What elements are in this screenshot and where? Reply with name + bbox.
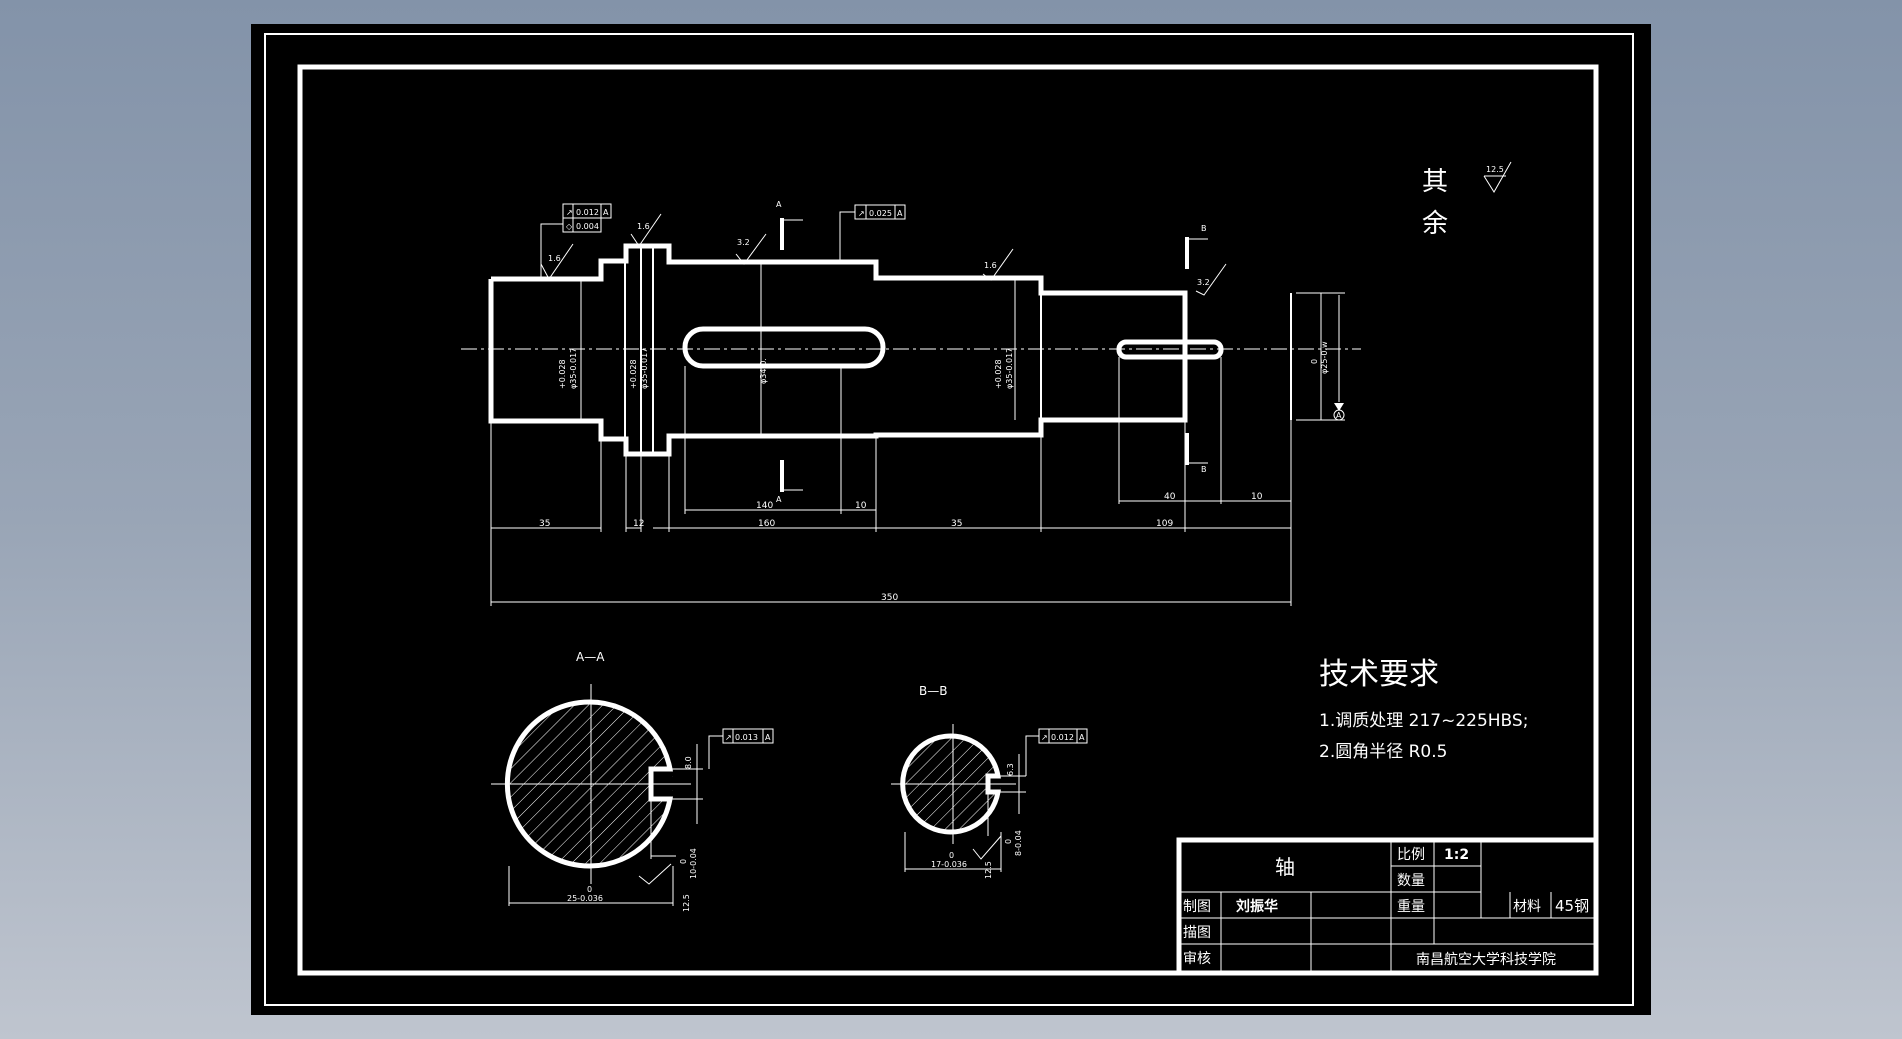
drawing-svg: +0.028 φ35-0.017 +0.028 φ35-0.017 0 φ34-… (264, 33, 1634, 1006)
tol-runout2: 0.025 (869, 209, 892, 218)
cut-b-top: B (1201, 224, 1207, 233)
section-bb-title: B—B (919, 684, 947, 698)
rough-5: 3.2 (1197, 278, 1210, 287)
tech-req-line2: 2.圆角半径 R0.5 (1319, 742, 1447, 762)
svg-text:↗: ↗ (858, 209, 865, 218)
drawing-canvas: +0.028 φ35-0.017 +0.028 φ35-0.017 0 φ34-… (251, 24, 1651, 1015)
dia-label-3: 0 (749, 364, 758, 369)
dia-label-1b: φ35-0.017 (569, 348, 578, 389)
tech-req-title: 技术要求 (1319, 657, 1439, 692)
keyway-large (682, 326, 886, 369)
dimension-lines: 35 12 160 35 109 140 10 40 10 350 (490, 357, 1292, 606)
aa-dia2: 25-0.036 (567, 894, 603, 903)
dim-140: 140 (756, 501, 773, 511)
tech-req-line1: 1.调质处理 217~225HBS; (1319, 711, 1528, 731)
tb-material-value: 45钢 (1555, 897, 1589, 915)
bb-w: 6.3 (1006, 763, 1015, 776)
bb-dia: 0 (949, 851, 954, 860)
shaft-outline (488, 243, 1188, 457)
tb-review-label: 审核 (1183, 951, 1211, 967)
tb-traced-label: 描图 (1183, 925, 1211, 941)
rough-3: 3.2 (737, 238, 750, 247)
aa-tol: 0.013 (735, 733, 758, 742)
dim-10b: 10 (1251, 492, 1263, 502)
bb-rough: 12.5 (984, 861, 993, 879)
tb-drawn-label: 制图 (1183, 899, 1211, 915)
aa-depth: 0 (679, 859, 688, 864)
rough-4: 1.6 (984, 261, 997, 270)
tol-runout: 0.012 (576, 208, 599, 217)
svg-text:↗: ↗ (566, 208, 573, 217)
dim-40: 40 (1164, 492, 1176, 502)
aa-rough: 12.5 (682, 894, 691, 912)
section-aa-title: A—A (576, 650, 605, 664)
tb-qty-label: 数量 (1397, 873, 1425, 889)
aa-datum: A (765, 733, 771, 742)
dim-10a: 10 (855, 501, 867, 511)
cut-a-bottom: A (776, 495, 782, 504)
svg-text:↗: ↗ (725, 733, 732, 742)
tb-scale-value: 1:2 (1444, 847, 1469, 863)
aa-dia: 0 (587, 885, 592, 894)
bb-depth2: 8-0.04 (1014, 830, 1023, 856)
tb-drawn-value: 刘振华 (1236, 898, 1278, 915)
roughness-symbols: 1.6 1.6 3.2 1.6 3.2 (540, 213, 1227, 296)
tol-datum2: A (897, 209, 903, 218)
bb-datum: A (1079, 733, 1085, 742)
tb-part-name: 轴 (1275, 855, 1295, 879)
dia-label-1: +0.028 (558, 359, 567, 389)
datum-a-letter: A (1336, 411, 1342, 420)
section-cuts: A A B B (776, 200, 1208, 504)
tb-school: 南昌航空大学科技学院 (1416, 952, 1556, 968)
aa-depth2: 10-0.04 (689, 848, 698, 879)
dim-109: 109 (1156, 519, 1173, 529)
roughness-label-top: 其 (1422, 167, 1448, 197)
dim-35a: 35 (539, 519, 550, 529)
roughness-label-bottom: 余 (1422, 209, 1448, 239)
bb-depth: 0 (1004, 839, 1013, 844)
tol-datum: A (603, 208, 609, 217)
title-block: 轴 比例 1:2 数量 重量 材料 45钢 制图 刘振华 描图 审核 南昌航空大… (1176, 837, 1599, 976)
section-bb: B—B 0 17-0.036 6.3 0 8-0.04 12.5 ↗ 0.012… (891, 684, 1088, 879)
dia-label-4b: φ35-0.017 (1005, 348, 1014, 389)
section-aa: A—A 0 25-0.036 8.0 0 10-0.04 12.5 ↗ 0.01… (491, 650, 774, 912)
dia-label-5b: φ25-0.w (1320, 341, 1329, 374)
roughness-value: 12.5 (1486, 165, 1504, 174)
dim-350: 350 (881, 593, 898, 603)
tolerance-frames: ↗ 0.012 A ◇ 0.004 ↗ 0.025 A (540, 203, 906, 279)
datum-a-circle (1333, 409, 1345, 421)
shaft-main-view: +0.028 φ35-0.017 +0.028 φ35-0.017 0 φ34-… (461, 243, 1361, 457)
bb-tol: 0.012 (1051, 733, 1074, 742)
keyway-small (1116, 339, 1224, 360)
inner-border (297, 64, 1599, 976)
bb-dia2: 17-0.036 (931, 860, 967, 869)
aa-w: 8.0 (684, 756, 693, 769)
tb-scale-label: 比例 (1397, 847, 1425, 863)
tb-material-label: 材料 (1513, 899, 1541, 915)
dim-12: 12 (633, 519, 644, 529)
dia-label-2: +0.028 (629, 359, 638, 389)
dia-label-5: 0 (1310, 359, 1319, 364)
svg-text:◇: ◇ (566, 222, 573, 231)
outer-border (264, 33, 1634, 1006)
tb-weight-label: 重量 (1397, 899, 1425, 915)
roughness-note: 其 余 12.5 (1422, 161, 1512, 239)
svg-text:↗: ↗ (1041, 733, 1048, 742)
rough-2: 1.6 (637, 222, 650, 231)
rough-1: 1.6 (548, 254, 561, 263)
dia-label-2b: φ35-0.017 (640, 348, 649, 389)
cut-b-bottom: B (1201, 465, 1207, 474)
cut-a-top: A (776, 200, 782, 209)
technical-requirements: 技术要求 1.调质处理 217~225HBS; 2.圆角半径 R0.5 (1319, 657, 1528, 762)
tol-cyl: 0.004 (576, 222, 599, 231)
dim-35b: 35 (951, 519, 962, 529)
dia-label-3b: φ34-0. (759, 358, 768, 384)
dim-160: 160 (758, 519, 775, 529)
dia-label-4: +0.028 (994, 359, 1003, 389)
